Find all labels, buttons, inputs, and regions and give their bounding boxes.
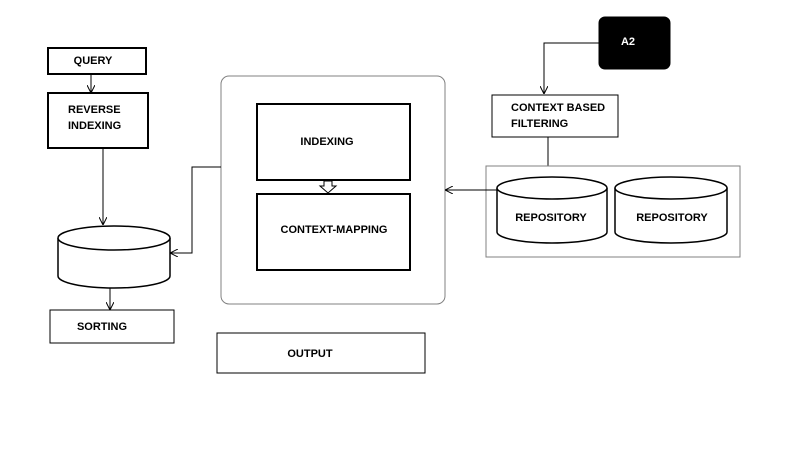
sorting-node: SORTING (49, 309, 175, 344)
indexing-label: INDEXING (300, 136, 353, 148)
repository-cylinder-2: REPOSITORY (614, 176, 728, 244)
output-node: OUTPUT (216, 332, 426, 374)
indexing-node: INDEXING (256, 103, 411, 181)
sorting-label: SORTING (77, 321, 127, 333)
query-node: QUERY (47, 47, 147, 75)
reverse-indexing-label-line1: REVERSE (68, 104, 121, 116)
arrow-a2-to-context-filtering (544, 42, 599, 93)
context-filtering-node: CONTEXT BASED FILTERING (491, 94, 619, 138)
repository-1-label: REPOSITORY (515, 212, 587, 224)
context-filtering-label-line2: FILTERING (511, 118, 568, 130)
repository-2-label: REPOSITORY (636, 212, 708, 224)
a2-label: A2 (621, 36, 635, 48)
query-label: QUERY (74, 55, 113, 67)
arrow-indexing-to-context-mapping (318, 180, 338, 194)
context-mapping-label: CONTEXT-MAPPING (281, 224, 388, 236)
reverse-indexing-label-line2: INDEXING (68, 120, 121, 132)
arrow-container-to-database (171, 166, 221, 253)
a2-node: A2 (598, 16, 671, 70)
context-mapping-node: CONTEXT-MAPPING (256, 193, 411, 271)
database-cylinder (57, 225, 171, 289)
repository-cylinder-1: REPOSITORY (496, 176, 608, 244)
output-label: OUTPUT (287, 348, 333, 360)
reverse-indexing-node: REVERSE INDEXING (47, 92, 149, 149)
context-filtering-label-line1: CONTEXT BASED (511, 102, 605, 114)
